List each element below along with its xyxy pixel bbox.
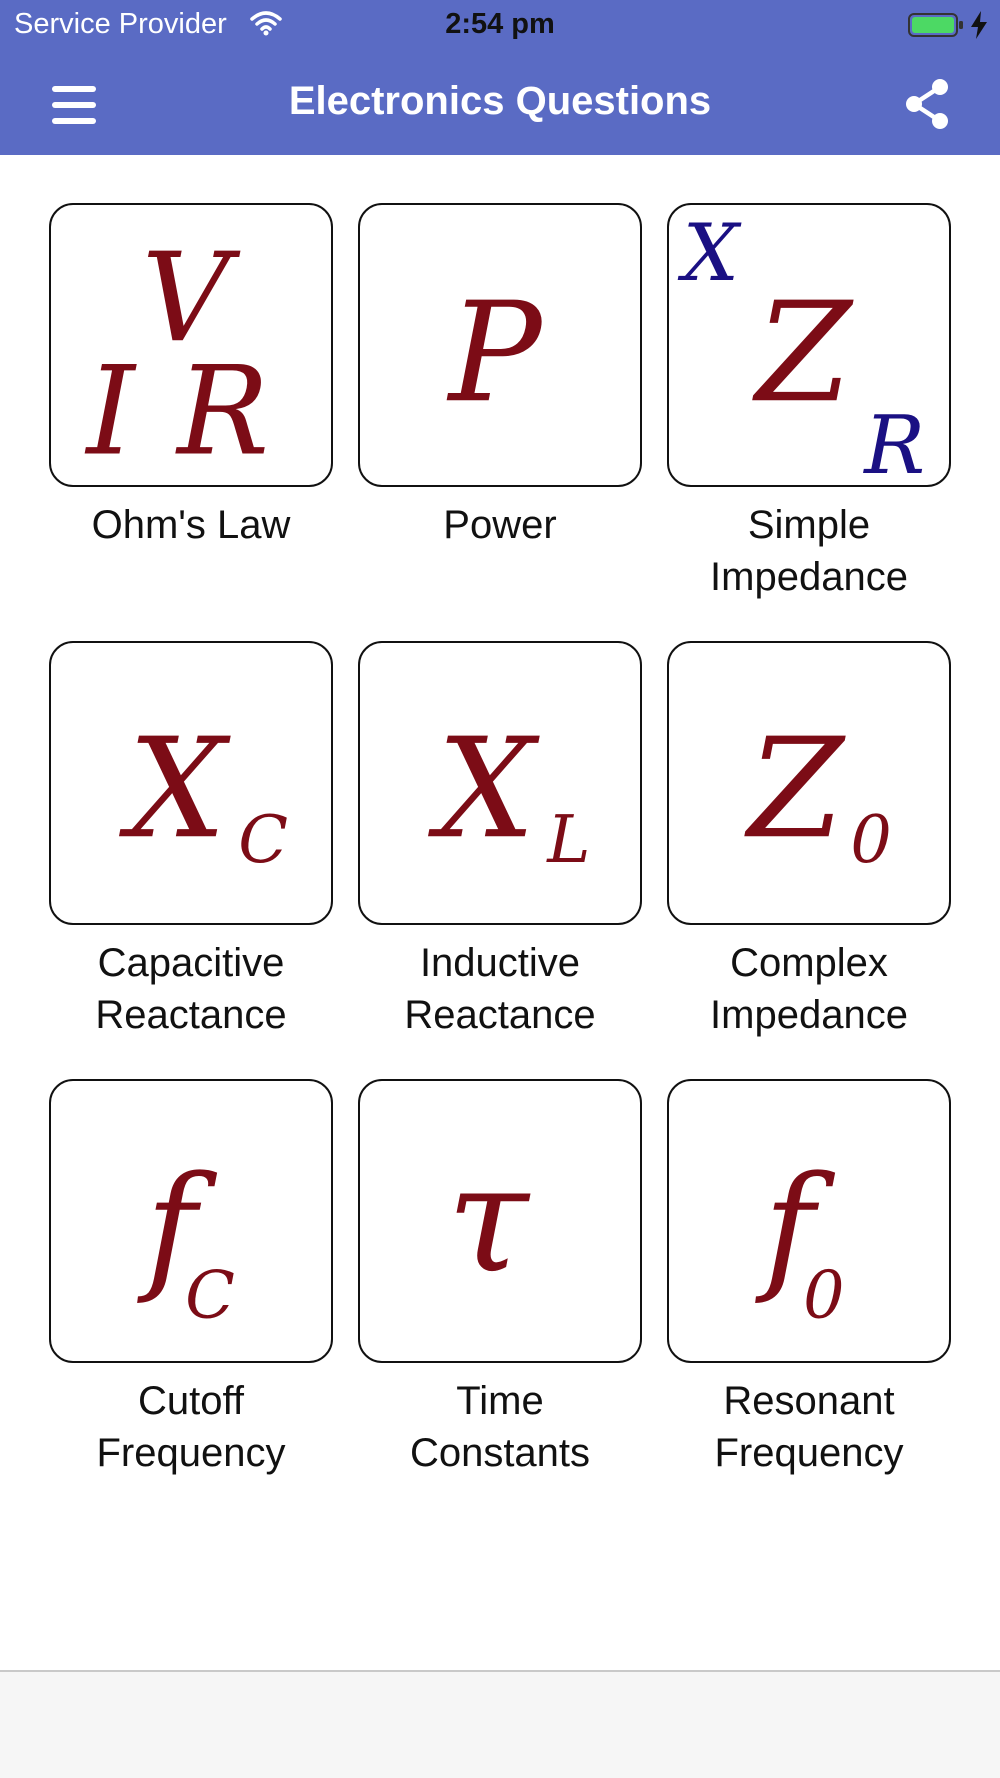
- tile-simple-impedance[interactable]: X Z R Simple Impedance: [664, 203, 954, 623]
- tile-ohms-law[interactable]: V I R Ohm's Law: [46, 203, 336, 623]
- wifi-icon: [250, 11, 282, 36]
- tile-label: Ohm's Law: [91, 503, 291, 547]
- tile-cutoff-frequency[interactable]: f C Cutoff Frequency: [46, 1079, 336, 1499]
- navigation-bar: Electronics Questions: [0, 55, 1000, 155]
- complex-impedance-z-glyph: Z: [744, 708, 846, 869]
- complex-impedance-0-subscript: 0: [850, 803, 891, 878]
- share-button[interactable]: [900, 75, 954, 133]
- tile-label: Power: [443, 503, 557, 547]
- tile-inductive-reactance[interactable]: X L Inductive Reactance: [355, 641, 645, 1061]
- topic-grid: V I R Ohm's Law P Power X Z R: [0, 155, 1000, 1670]
- capacitive-reactance-icon: X C: [49, 641, 333, 925]
- cutoff-frequency-icon: f C: [49, 1079, 333, 1363]
- page-title: Electronics Questions: [288, 79, 712, 123]
- status-time: 2:54 pm: [445, 8, 555, 40]
- resonant-frequency-0-subscript: 0: [803, 1259, 844, 1334]
- tile-capacitive-reactance[interactable]: X C Capacitive Reactance: [46, 641, 336, 1061]
- hamburger-menu-icon: [52, 86, 96, 124]
- tile-label: Cutoff Frequency: [96, 1379, 286, 1475]
- simple-impedance-icon: X Z R: [667, 203, 951, 487]
- status-bar: Service Provider 2:54 pm: [0, 0, 1000, 50]
- tile-complex-impedance[interactable]: Z 0 Complex Impedance: [664, 641, 954, 1061]
- charging-bolt-icon: [971, 11, 987, 39]
- cutoff-frequency-c-subscript: C: [185, 1259, 235, 1334]
- time-constants-tau-glyph: τ: [447, 1133, 531, 1305]
- tile-label: Capacitive Reactance: [95, 941, 287, 1037]
- complex-impedance-icon: Z 0: [667, 641, 951, 925]
- inductive-reactance-x-glyph: X: [428, 708, 540, 869]
- menu-button[interactable]: [44, 77, 104, 133]
- simple-impedance-r-glyph: R: [862, 399, 925, 485]
- tile-label: Inductive Reactance: [404, 941, 596, 1037]
- bottom-toolbar: [0, 1670, 1000, 1778]
- carrier-name: Service Provider: [14, 8, 227, 40]
- share-icon: [906, 79, 948, 129]
- resonant-frequency-icon: f 0: [667, 1079, 951, 1363]
- tile-power[interactable]: P Power: [355, 203, 645, 623]
- tile-label: Simple Impedance: [710, 503, 908, 599]
- inductive-reactance-icon: X L: [358, 641, 642, 925]
- power-icon: P: [358, 203, 642, 487]
- capacitive-reactance-x-glyph: X: [119, 708, 231, 869]
- app-header: Service Provider 2:54 pm Electronics Que…: [0, 0, 1000, 155]
- battery-icon: [908, 13, 963, 37]
- tile-time-constants[interactable]: τ Time Constants: [355, 1079, 645, 1499]
- capacitive-reactance-c-subscript: C: [238, 803, 288, 878]
- simple-impedance-z-glyph: Z: [752, 272, 854, 433]
- tile-label: Time Constants: [409, 1379, 591, 1475]
- ohms-law-i-glyph: I: [84, 340, 137, 482]
- ohms-law-icon: V I R: [49, 203, 333, 487]
- tile-label: Complex Impedance: [710, 941, 908, 1037]
- inductive-reactance-l-subscript: L: [546, 803, 590, 878]
- tile-resonant-frequency[interactable]: f 0 Resonant Frequency: [664, 1079, 954, 1499]
- ohms-law-r-glyph: R: [175, 340, 269, 482]
- time-constants-icon: τ: [358, 1079, 642, 1363]
- tile-label: Resonant Frequency: [714, 1379, 904, 1475]
- ohms-law-v-glyph: V: [142, 227, 241, 369]
- power-p-glyph: P: [446, 272, 544, 433]
- simple-impedance-x-glyph: X: [677, 207, 742, 299]
